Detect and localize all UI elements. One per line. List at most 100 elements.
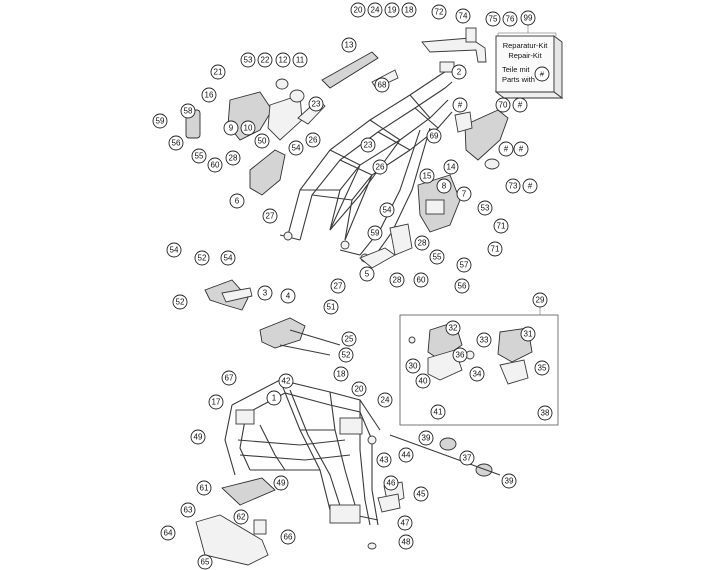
svg-text:23: 23 — [312, 100, 321, 109]
callout-14: 14 — [443, 159, 459, 175]
callout-52: 52 — [172, 294, 188, 310]
callout-7: 7 — [456, 186, 472, 202]
svg-text:52: 52 — [342, 351, 351, 360]
svg-text:64: 64 — [164, 529, 173, 538]
svg-text:40: 40 — [419, 377, 428, 386]
callout-40: 40 — [415, 373, 431, 389]
svg-text:52: 52 — [198, 254, 207, 263]
svg-text:13: 13 — [345, 41, 354, 50]
brake-bracket — [389, 223, 413, 256]
kit-parts-de: Teile mit — [502, 65, 530, 74]
callout-52: 52 — [194, 250, 210, 266]
callout-16: 16 — [201, 87, 217, 103]
callout-25: 25 — [341, 331, 357, 347]
callout-hash: # — [498, 141, 514, 157]
svg-text:49: 49 — [194, 433, 203, 442]
repair-kit-box: Reparatur-Kit Repair-Kit Teile mit Parts… — [494, 25, 564, 99]
svg-text:35: 35 — [538, 364, 547, 373]
bracket-arm — [221, 287, 253, 303]
svg-text:66: 66 — [284, 533, 293, 542]
rubber-grommet — [484, 158, 500, 170]
callout-58: 58 — [180, 103, 196, 119]
callout-54: 54 — [379, 202, 395, 218]
callout-32: 32 — [445, 320, 461, 336]
svg-text:47: 47 — [401, 519, 410, 528]
svg-text:33: 33 — [480, 336, 489, 345]
bushing-large — [289, 89, 305, 103]
kit-parts-en: Parts with — [502, 75, 535, 84]
svg-text:45: 45 — [417, 490, 426, 499]
svg-text:52: 52 — [176, 298, 185, 307]
callout-15: 15 — [419, 168, 435, 184]
side-bracket-lower — [377, 493, 401, 513]
svg-text:25: 25 — [345, 335, 354, 344]
svg-text:53: 53 — [481, 204, 490, 213]
callout-9: 9 — [223, 120, 239, 136]
callout-71: 71 — [487, 241, 503, 257]
svg-text:19: 19 — [388, 6, 397, 15]
svg-text:60: 60 — [417, 276, 426, 285]
svg-text:44: 44 — [402, 451, 411, 460]
svg-text:9: 9 — [229, 124, 234, 133]
svg-text:20: 20 — [354, 6, 363, 15]
svg-text:61: 61 — [200, 484, 209, 493]
washer — [367, 542, 377, 550]
callout-3: 3 — [257, 285, 273, 301]
svg-text:36: 36 — [456, 351, 465, 360]
callout-39: 39 — [501, 473, 517, 489]
callout-13: 13 — [341, 37, 357, 53]
callout-1: 1 — [266, 390, 282, 406]
svg-text:50: 50 — [258, 137, 267, 146]
callout-2: 2 — [451, 64, 467, 80]
svg-text:#: # — [519, 145, 524, 154]
callout-49: 49 — [190, 429, 206, 445]
callout-73: 73 — [505, 178, 521, 194]
svg-text:11: 11 — [296, 56, 305, 65]
svg-text:63: 63 — [184, 506, 193, 515]
svg-text:#: # — [528, 182, 533, 191]
svg-text:71: 71 — [491, 245, 500, 254]
callout-29: 29 — [532, 292, 548, 308]
svg-text:27: 27 — [334, 282, 343, 291]
callout-53: 53 — [477, 200, 493, 216]
callout-24: 24 — [377, 392, 393, 408]
callout-63: 63 — [180, 502, 196, 518]
svg-text:54: 54 — [383, 206, 392, 215]
svg-text:21: 21 — [214, 68, 223, 77]
svg-text:46: 46 — [387, 479, 396, 488]
callout-55: 55 — [191, 148, 207, 164]
callout-54: 54 — [288, 140, 304, 156]
svg-text:53: 53 — [244, 56, 253, 65]
grip-pad — [425, 199, 445, 215]
callout-70: 70 — [495, 97, 511, 113]
svg-text:17: 17 — [212, 398, 221, 407]
svg-text:26: 26 — [309, 136, 318, 145]
svg-text:37: 37 — [463, 454, 472, 463]
svg-text:49: 49 — [277, 479, 286, 488]
callouts: 20 24 19 18 72 74 75 76 99 13 2 68 53 22… — [152, 2, 553, 570]
svg-text:15: 15 — [423, 172, 432, 181]
callout-31: 31 — [520, 326, 536, 342]
svg-text:10: 10 — [244, 124, 253, 133]
kit-hash-symbol: # — [540, 70, 545, 79]
svg-text:60: 60 — [211, 161, 220, 170]
callout-46: 46 — [383, 475, 399, 491]
callout-33: 33 — [476, 332, 492, 348]
svg-text:27: 27 — [266, 212, 275, 221]
svg-text:28: 28 — [229, 154, 238, 163]
callout-hash: # — [522, 178, 538, 194]
chain-guard — [454, 111, 473, 133]
callout-24: 24 — [367, 2, 383, 18]
callout-61: 61 — [196, 480, 212, 496]
callout-20: 20 — [351, 381, 367, 397]
callout-47: 47 — [397, 515, 413, 531]
callout-65: 65 — [197, 554, 213, 570]
svg-text:32: 32 — [449, 324, 458, 333]
callout-64: 64 — [160, 525, 176, 541]
svg-text:54: 54 — [170, 246, 179, 255]
callout-37: 37 — [459, 450, 475, 466]
svg-text:41: 41 — [434, 408, 443, 417]
callout-54: 54 — [166, 242, 182, 258]
kit-label-en: Repair-Kit — [508, 51, 542, 60]
